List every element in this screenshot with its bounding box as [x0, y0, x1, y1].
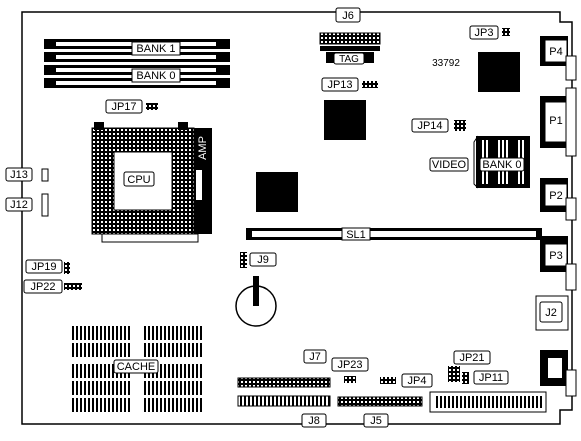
jp4-label: JP4 [408, 375, 427, 387]
chip-top-right [478, 52, 520, 92]
jp21-jumper: JP21 [448, 350, 491, 382]
cpu-socket: CPU AMP [91, 122, 212, 243]
bank0-label: BANK 0 [136, 70, 175, 82]
jp14-jumper: JP14 [411, 118, 466, 133]
j13-header: J13 [5, 167, 49, 182]
p2-label: P2 [549, 190, 562, 202]
jp13-label: JP13 [327, 79, 352, 91]
bottom-right-connector [540, 350, 577, 397]
jp17-label: JP17 [111, 101, 136, 113]
board-id: 33792 [432, 58, 460, 69]
j5-label: J5 [370, 415, 382, 427]
jp3-jumper: JP3 [469, 25, 510, 40]
j8-label: J8 [308, 415, 320, 427]
jp21-label: JP21 [459, 352, 484, 364]
video-bank0-label: BANK 0 [482, 159, 521, 171]
video-memory: VIDEO BANK 0 [429, 135, 530, 189]
chip-center [324, 100, 366, 140]
cpu-label: CPU [127, 174, 150, 186]
p4-label: P4 [549, 46, 562, 58]
battery [235, 276, 277, 327]
jp11-label: JP11 [479, 372, 503, 384]
bank1-label: BANK 1 [136, 43, 175, 55]
jp19-jumper: JP19 [25, 259, 70, 274]
p1-label: P1 [549, 115, 562, 127]
j9-label: J9 [257, 254, 269, 266]
jp22-jumper: JP22 [23, 279, 82, 294]
jp23-jumper: JP23 [331, 357, 369, 383]
memory-banks: BANK 1 BANK 0 [44, 39, 230, 88]
board-outline [21, 11, 573, 425]
j5-header: J5 [337, 396, 423, 428]
jp11-jumper: JP11 [462, 370, 509, 385]
cache-memory: CACHE [70, 326, 204, 412]
chip-left [256, 172, 298, 212]
j8-header: J8 [237, 395, 331, 428]
jp14-label: JP14 [417, 120, 442, 132]
j7-label: J7 [309, 351, 321, 363]
p2-connector: P2 [540, 178, 577, 221]
p4-connector: P4 [540, 36, 577, 81]
power-connector [429, 391, 547, 413]
video-label: VIDEO [432, 159, 467, 171]
sl1-slot: SL1 [246, 227, 542, 241]
amp-label: AMP [197, 136, 209, 160]
jp17-jumper: JP17 [105, 99, 158, 114]
jp4-jumper: JP4 [380, 373, 433, 388]
j12-label: J12 [10, 199, 28, 211]
jp19-label: JP19 [31, 261, 56, 273]
j9-header: J9 [240, 252, 277, 268]
p3-connector: P3 [540, 236, 577, 291]
j7-header: J7 [237, 349, 331, 388]
j6-label: J6 [342, 10, 354, 22]
p3-label: P3 [549, 250, 562, 262]
jp3-label: JP3 [475, 27, 494, 39]
jp23-label: JP23 [337, 359, 362, 371]
j12-header: J12 [5, 193, 49, 217]
p1-connector: P1 [540, 87, 577, 157]
sl1-label: SL1 [346, 229, 366, 241]
jp13-jumper: JP13 [321, 77, 378, 92]
j2-connector: J2 [535, 295, 569, 331]
jp22-label: JP22 [30, 281, 55, 293]
j2-label: J2 [545, 307, 557, 319]
j13-label: J13 [10, 169, 28, 181]
tag-label: TAG [339, 54, 359, 65]
cache-label: CACHE [117, 361, 156, 373]
j6-header: J6 TAG [319, 7, 381, 65]
